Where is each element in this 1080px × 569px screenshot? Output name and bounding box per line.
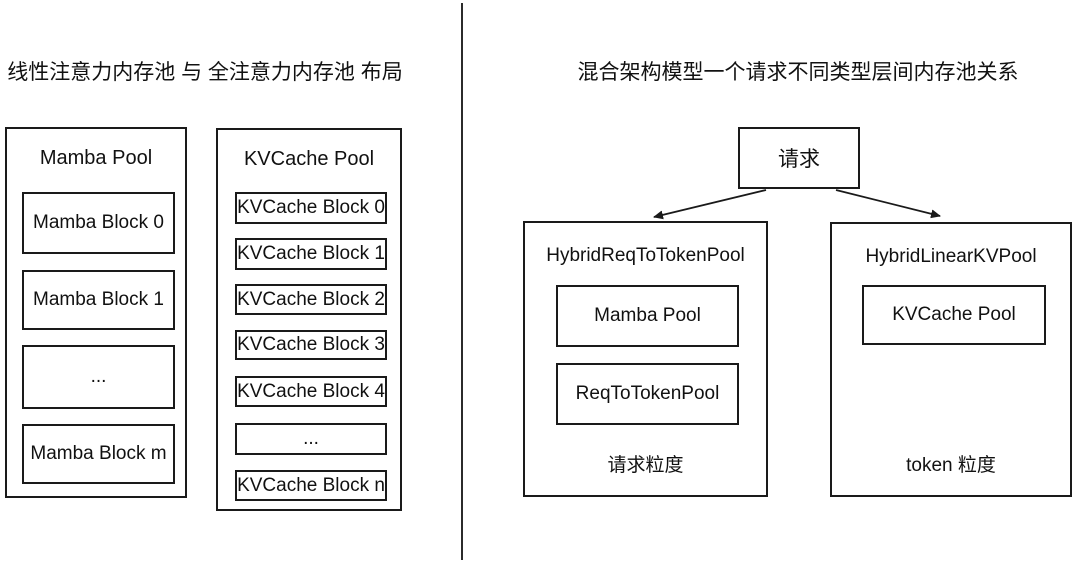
panel-divider-line <box>461 3 463 560</box>
hybrid-linear-kv-pool-title: HybridLinearKVPool <box>865 246 1037 267</box>
right-section-title: 混合架构模型一个请求不同类型层间内存池关系 <box>577 61 1019 84</box>
kvcache-block-3: KVCache Block 3 <box>235 330 387 360</box>
hybrid-linear-kv-pool-box: HybridLinearKVPool KVCache Pool token 粒度 <box>830 222 1072 497</box>
kvcache-pool-title: KVCache Pool <box>243 148 375 170</box>
kvcache-block-n: KVCache Block n <box>235 470 387 501</box>
kvcache-block-0: KVCache Block 0 <box>235 192 387 224</box>
mamba-block-m: Mamba Block m <box>22 424 175 484</box>
mamba-block-1: Mamba Block 1 <box>22 270 175 330</box>
left-section-title: 线性注意力内存池 与 全注意力内存池 布局 <box>7 61 403 84</box>
kvcache-block-2: KVCache Block 2 <box>235 284 387 315</box>
request-granularity-label: 请求粒度 <box>607 455 684 476</box>
arrow-request-to-kv-pool-icon <box>835 189 941 219</box>
token-granularity-label: token 粒度 <box>906 455 996 476</box>
mamba-block-ellipsis: ... <box>22 345 175 409</box>
mamba-block-0: Mamba Block 0 <box>22 192 175 254</box>
kvcache-pool-box: KVCache Pool KVCache Block 0 KVCache Blo… <box>216 128 402 511</box>
inner-mamba-pool-box: Mamba Pool <box>556 285 739 347</box>
mamba-pool-title: Mamba Pool <box>39 147 153 169</box>
kvcache-block-1: KVCache Block 1 <box>235 238 387 270</box>
inner-kvcache-pool-box: KVCache Pool <box>862 285 1046 345</box>
hybrid-req-to-token-pool-title: HybridReqToTokenPool <box>546 245 745 266</box>
kvcache-block-4: KVCache Block 4 <box>235 376 387 407</box>
kvcache-block-ellipsis: ... <box>235 423 387 455</box>
inner-req-to-token-pool-box: ReqToTokenPool <box>556 363 739 425</box>
request-box: 请求 <box>738 127 860 189</box>
mamba-pool-box: Mamba Pool Mamba Block 0 Mamba Block 1 .… <box>5 127 187 498</box>
hybrid-req-to-token-pool-box: HybridReqToTokenPool Mamba Pool ReqToTok… <box>523 221 768 497</box>
arrow-request-to-req-pool-icon <box>653 189 767 220</box>
